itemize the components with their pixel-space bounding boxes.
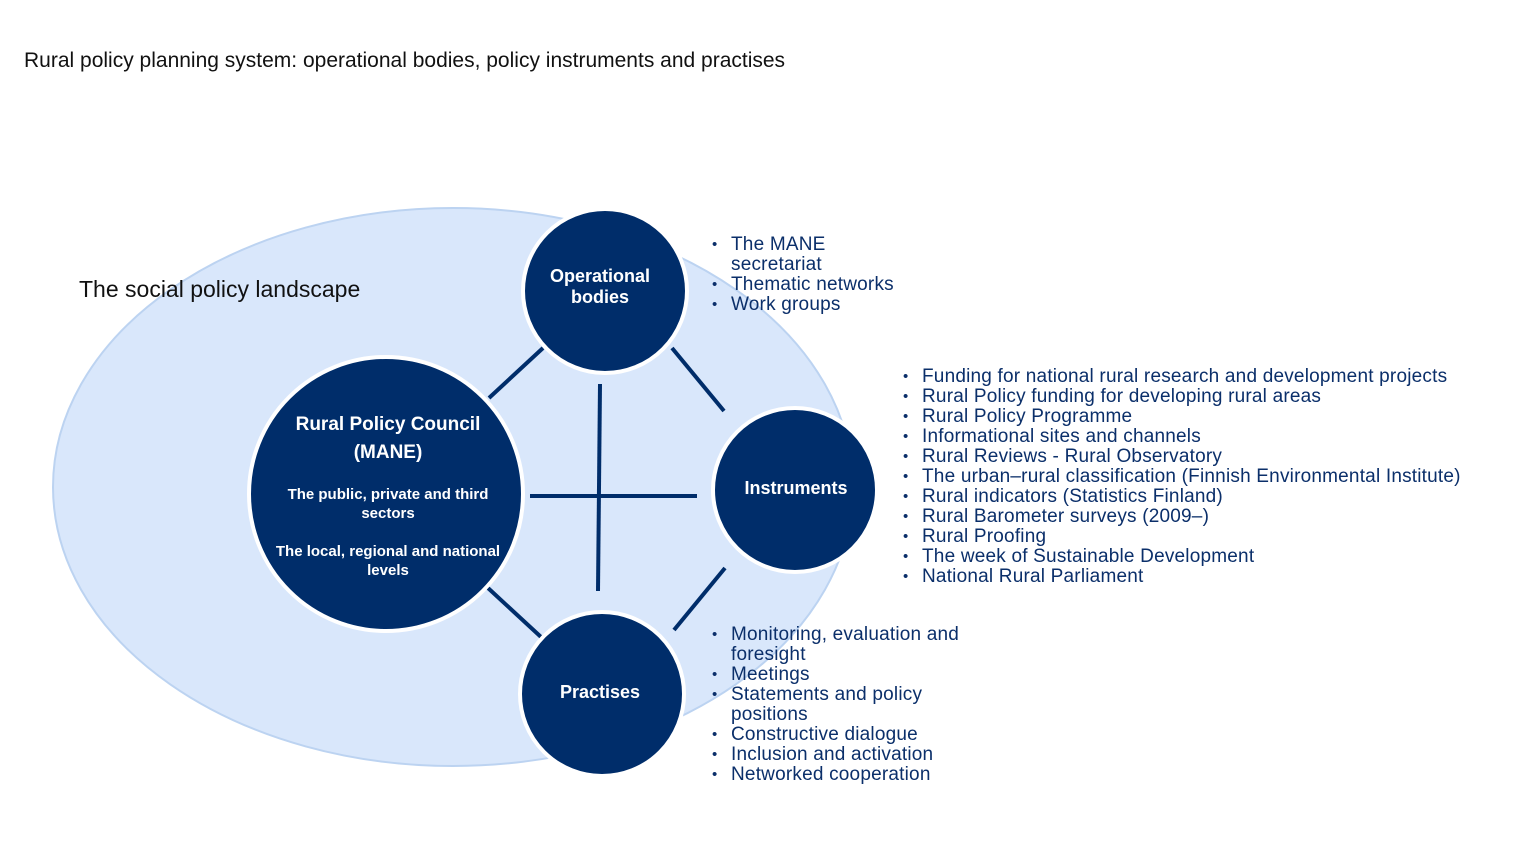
list-item: The MANE secretariat xyxy=(712,235,917,275)
list-item: Rural Policy funding for developing rura… xyxy=(903,387,1523,408)
list-item: Networked cooperation xyxy=(712,765,967,786)
rural-policy-council-node xyxy=(247,355,525,633)
list-item: Work groups xyxy=(712,295,917,316)
list-item: Rural Barometer surveys (2009–) xyxy=(903,507,1523,528)
connector-council-operational xyxy=(487,346,545,400)
council-title-line1: Rural Policy Council xyxy=(295,414,481,435)
list-item: Meetings xyxy=(712,665,967,686)
practises-list: Monitoring, evaluation and foresight Mee… xyxy=(712,625,967,786)
list-item: Thematic networks xyxy=(712,275,917,296)
connector-instruments-practises xyxy=(672,566,727,632)
connector-vertical-cross xyxy=(596,383,602,592)
list-item: Rural Proofing xyxy=(903,527,1523,548)
list-item: Rural indicators (Statistics Finland) xyxy=(903,487,1523,508)
council-title: Rural Policy Council (MANE) xyxy=(270,411,506,467)
list-item: The week of Sustainable Development xyxy=(903,547,1523,568)
council-levels-text: The local, regional and national levels xyxy=(275,543,501,579)
council-title-line2: (MANE) xyxy=(353,442,423,463)
instruments-list: Funding for national rural research and … xyxy=(903,367,1523,588)
list-item: Funding for national rural research and … xyxy=(903,367,1523,388)
list-item: Constructive dialogue xyxy=(712,725,967,746)
council-text-block: Rural Policy Council (MANE) The public, … xyxy=(270,411,506,580)
list-item: Rural Reviews - Rural Observatory xyxy=(903,447,1523,468)
list-item: Monitoring, evaluation and foresight xyxy=(712,625,967,665)
operational-bodies-list: The MANE secretariat Thematic networks W… xyxy=(712,235,917,316)
operational-bodies-node xyxy=(521,207,689,375)
operational-bodies-label: Operational bodies xyxy=(549,266,651,307)
instruments-label: Instruments xyxy=(744,478,848,498)
list-item: The urban–rural classification (Finnish … xyxy=(903,467,1523,488)
page-title: Rural policy planning system: operationa… xyxy=(24,49,786,72)
practises-node xyxy=(518,610,686,778)
list-item: Rural Policy Programme xyxy=(903,407,1523,428)
connector-operational-instruments xyxy=(670,346,726,413)
landscape-label: The social policy landscape xyxy=(79,276,361,302)
list-item: Statements and policy positions xyxy=(712,685,967,725)
list-item: Inclusion and activation xyxy=(712,745,967,766)
list-item: Informational sites and channels xyxy=(903,427,1523,448)
connector-council-practises xyxy=(486,586,543,639)
instruments-node xyxy=(711,406,879,574)
list-item: National Rural Parliament xyxy=(903,567,1523,588)
practises-label: Practises xyxy=(559,682,641,702)
council-sectors-text: The public, private and third sectors xyxy=(287,486,489,522)
